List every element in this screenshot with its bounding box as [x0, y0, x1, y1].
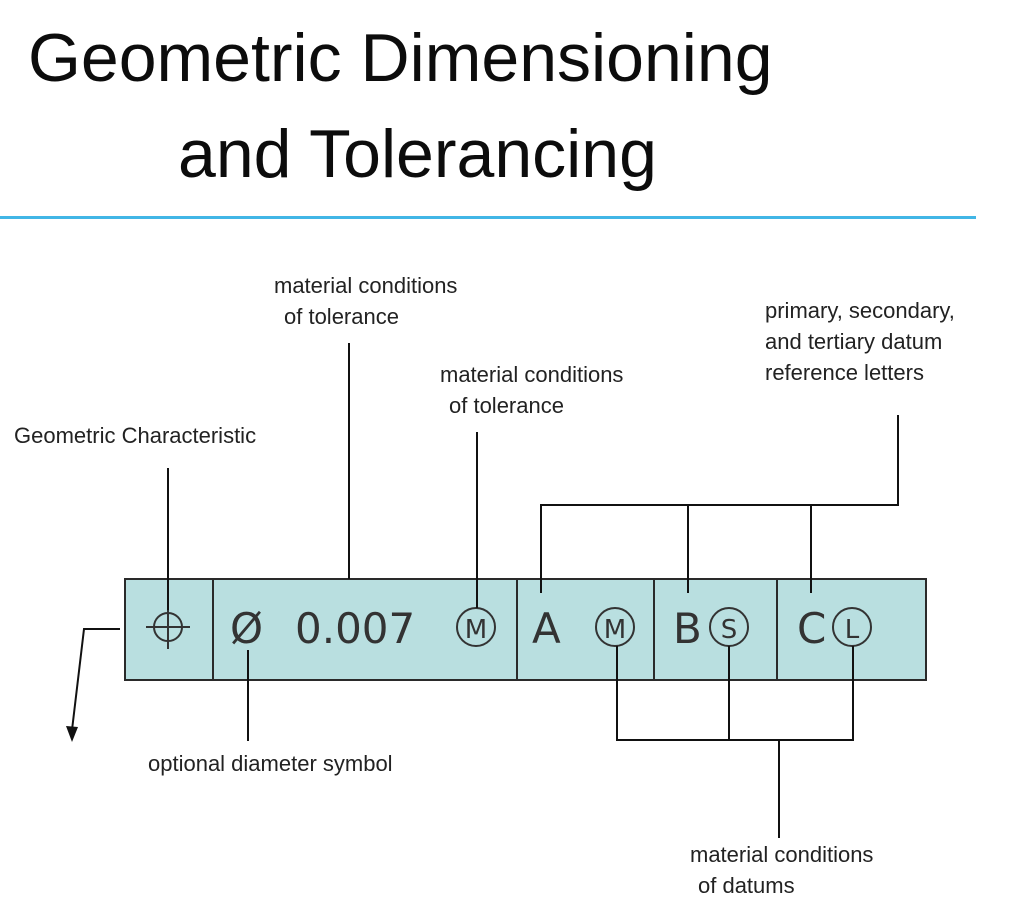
label-geometric-characteristic: Geometric Characteristic [14, 423, 257, 448]
label-mc-tolerance-2-line1: material conditions [440, 362, 624, 387]
diameter-symbol: Ø [230, 604, 263, 653]
label-mc-datums-line2: of datums [698, 873, 795, 898]
datum-a-modifier: M [604, 615, 626, 645]
label-datum-letters-line3: reference letters [765, 360, 924, 385]
label-datum-letters-line2: and tertiary datum [765, 329, 943, 354]
label-mc-tolerance-2-line2: of tolerance [449, 393, 564, 418]
title-line-1: Geometric Dimensioning [28, 20, 773, 96]
label-mc-datums-line1: material conditions [690, 842, 874, 867]
datum-letter-b: B [673, 604, 702, 653]
label-optional-diameter: optional diameter symbol [148, 751, 393, 776]
arrow-head-icon [66, 726, 78, 742]
title-line-2: and Tolerancing [178, 116, 657, 192]
datum-b-modifier: S [721, 615, 738, 645]
tolerance-value: 0.007 [295, 604, 415, 653]
leader-mc-datums [616, 646, 854, 741]
leader-datum-letters [540, 415, 899, 593]
label-datum-letters-line1: primary, secondary, [765, 298, 955, 323]
feature-control-frame [124, 578, 927, 681]
title-divider [0, 216, 976, 219]
datum-letter-a: A [532, 604, 561, 653]
position-icon [146, 605, 190, 649]
datum-c-modifier: L [845, 615, 860, 645]
label-mc-tolerance-1-line1: material conditions [274, 273, 458, 298]
datum-letter-c: C [797, 604, 826, 653]
label-mc-tolerance-1-line2: of tolerance [284, 304, 399, 329]
datum-a-modifier-circle [595, 607, 635, 647]
feature-leader [71, 628, 120, 731]
tolerance-modifier: M [465, 615, 487, 645]
